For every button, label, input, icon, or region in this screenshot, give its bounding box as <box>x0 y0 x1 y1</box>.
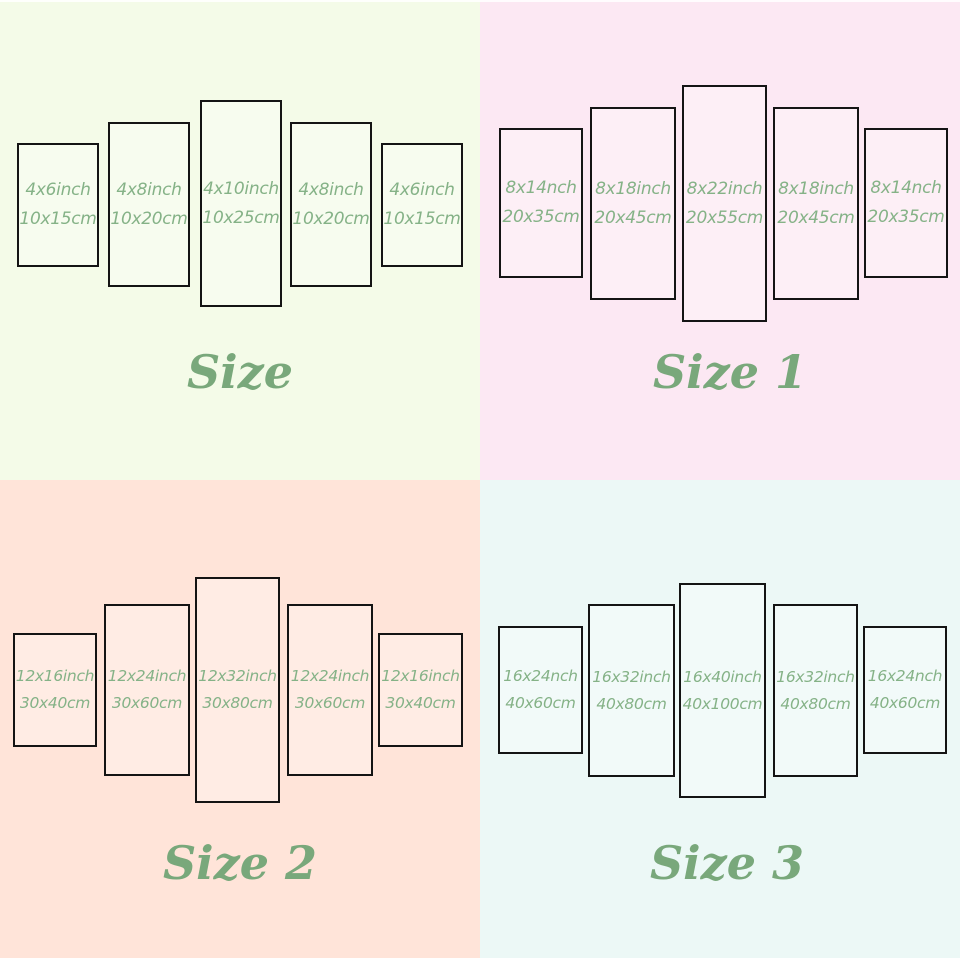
canvas-panel: 12x32inch 30x80cm <box>195 577 280 803</box>
canvas-panel: 4x6inch 10x15cm <box>381 143 463 267</box>
panel-size-cm: 20x45cm <box>777 207 855 228</box>
quadrant-size: 4x6inch 10x15cm 4x8inch 10x20cm 4x10inch… <box>0 0 480 480</box>
panel-size-inch: 16x32inch <box>592 667 671 686</box>
panel-size-cm: 10x20cm <box>292 208 370 229</box>
canvas-panel: 8x22inch 20x55cm <box>682 85 767 322</box>
panel-size-cm: 20x35cm <box>502 207 580 227</box>
panel-size-cm: 20x35cm <box>867 207 945 227</box>
panel-size-cm: 30x60cm <box>111 694 183 712</box>
panel-size-cm: 10x15cm <box>383 209 461 229</box>
size-title: Size 3 <box>649 836 805 890</box>
panel-size-cm: 30x40cm <box>19 694 91 712</box>
canvas-panel: 16x40inch 40x100cm <box>679 583 766 798</box>
canvas-panel: 12x24inch 30x60cm <box>104 604 190 776</box>
panel-size-inch: 8x14nch <box>870 178 942 198</box>
panel-size-inch: 12x24inch <box>290 667 370 685</box>
panel-size-cm: 10x20cm <box>110 208 188 229</box>
panel-size-inch: 16x24nch <box>503 667 578 685</box>
panel-size-cm: 30x80cm <box>202 694 273 712</box>
panel-size-inch: 12x32inch <box>198 667 277 685</box>
panel-size-cm: 10x25cm <box>202 207 280 228</box>
panel-size-inch: 8x22inch <box>686 178 763 199</box>
size-title: Size 1 <box>652 345 808 399</box>
size-title: Size <box>186 345 294 399</box>
canvas-panel: 12x24inch 30x60cm <box>287 604 373 776</box>
panel-size-cm: 40x60cm <box>505 694 576 712</box>
panel-size-inch: 4x6inch <box>25 180 91 200</box>
panel-size-cm: 20x45cm <box>594 207 672 228</box>
panel-size-inch: 12x16inch <box>381 667 460 685</box>
quadrant-size-2: 12x16inch 30x40cm 12x24inch 30x60cm 12x3… <box>0 480 480 960</box>
canvas-panel: 8x18inch 20x45cm <box>773 107 859 300</box>
canvas-panel: 8x14nch 20x35cm <box>864 128 948 278</box>
canvas-panel: 8x18inch 20x45cm <box>590 107 676 300</box>
canvas-panel: 12x16inch 30x40cm <box>378 633 463 747</box>
panel-size-inch: 4x8inch <box>116 179 182 200</box>
panel-size-inch: 8x18inch <box>595 178 671 199</box>
canvas-panel: 16x32inch 40x80cm <box>773 604 858 777</box>
panel-size-inch: 4x8inch <box>298 179 364 200</box>
panel-size-inch: 8x14nch <box>505 178 577 198</box>
canvas-panel: 12x16inch 30x40cm <box>13 633 97 747</box>
canvas-panel: 4x8inch 10x20cm <box>290 122 372 287</box>
panel-size-inch: 4x10inch <box>203 178 279 199</box>
panel-size-inch: 4x6inch <box>389 180 455 200</box>
panel-size-cm: 40x80cm <box>780 694 851 713</box>
quadrant-size-3: 16x24nch 40x60cm 16x32inch 40x80cm 16x40… <box>480 480 960 960</box>
canvas-panel: 8x14nch 20x35cm <box>499 128 583 278</box>
panel-size-cm: 20x55cm <box>685 207 764 228</box>
canvas-panel: 4x6inch 10x15cm <box>17 143 99 267</box>
panel-size-inch: 12x24inch <box>107 667 187 685</box>
panel-size-cm: 30x40cm <box>385 694 456 712</box>
panel-size-inch: 8x18inch <box>778 178 854 199</box>
panel-size-inch: 12x16inch <box>15 667 95 685</box>
canvas-panel: 16x24nch 40x60cm <box>498 626 583 754</box>
canvas-panel: 4x10inch 10x25cm <box>200 100 282 307</box>
panel-size-cm: 30x60cm <box>294 694 366 712</box>
canvas-panel: 16x32inch 40x80cm <box>588 604 675 777</box>
canvas-panel: 4x8inch 10x20cm <box>108 122 190 287</box>
panel-size-cm: 40x80cm <box>596 694 667 713</box>
panel-size-cm: 40x100cm <box>682 694 763 713</box>
bottom-edge-strip <box>0 958 960 960</box>
canvas-panel: 16x24nch 40x60cm <box>863 626 947 754</box>
panel-size-inch: 16x32inch <box>776 667 855 686</box>
panel-size-inch: 16x40inch <box>683 667 762 686</box>
panel-size-cm: 40x60cm <box>869 694 941 712</box>
size-title: Size 2 <box>162 836 318 890</box>
top-edge-strip <box>0 0 960 2</box>
panel-size-inch: 16x24nch <box>867 667 943 685</box>
panel-size-cm: 10x15cm <box>19 209 97 229</box>
quadrant-size-1: 8x14nch 20x35cm 8x18inch 20x45cm 8x22inc… <box>480 0 960 480</box>
